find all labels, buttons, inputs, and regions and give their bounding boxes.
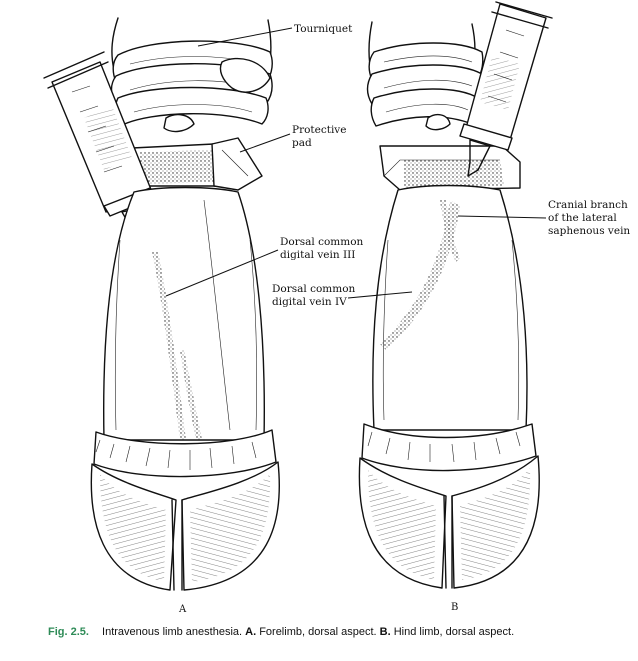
label-dorsal-vein-iv-line2: digital vein IV	[272, 296, 347, 308]
leader-protective-pad	[239, 133, 291, 153]
label-protective-pad-line1: Protective	[292, 124, 346, 136]
hind-limb-cannon	[372, 184, 528, 431]
label-dorsal-vein-iv-line1: Dorsal common	[272, 283, 356, 295]
protective-pad-b	[379, 145, 521, 191]
tourniquet-a	[110, 40, 273, 133]
caption-a-letter: A.	[245, 626, 257, 638]
leader-tourniquet	[197, 27, 293, 47]
panel-label-a: A	[178, 604, 187, 615]
label-cranial-branch-line1: Cranial branch	[548, 199, 628, 211]
forelimb-drawing	[43, 17, 281, 591]
protective-pad-a	[131, 137, 263, 191]
leader-dorsal-vein-iii	[165, 249, 279, 297]
label-cranial-branch-line3: saphenous vein	[548, 225, 630, 237]
tourniquet-b	[366, 42, 484, 131]
panel-label-b: B	[451, 602, 458, 613]
figure-caption: Fig. 2.5. Intravenous limb anesthesia. A…	[48, 626, 628, 638]
label-dorsal-vein-iii-line1: Dorsal common	[280, 236, 364, 248]
caption-b-text: Hind limb, dorsal aspect.	[393, 626, 515, 638]
label-protective-pad-line2: pad	[292, 137, 312, 149]
caption-b-letter: B.	[379, 626, 391, 638]
forelimb-cannon	[103, 186, 265, 441]
hind-limb-drawing	[358, 1, 553, 589]
label-cranial-branch-line2: of the lateral	[548, 212, 617, 224]
leader-dorsal-vein-iv	[347, 291, 413, 299]
label-dorsal-vein-iii-line2: digital vein III	[280, 249, 355, 261]
syringe-b	[459, 1, 553, 177]
caption-a-text: Forelimb, dorsal aspect.	[259, 626, 377, 638]
caption-intro: Intravenous limb anesthesia.	[102, 626, 243, 638]
label-tourniquet: Tourniquet	[294, 23, 353, 35]
figure-number: Fig. 2.5.	[48, 626, 89, 638]
leader-cranial-branch	[457, 215, 547, 219]
leader-lines	[165, 27, 547, 299]
